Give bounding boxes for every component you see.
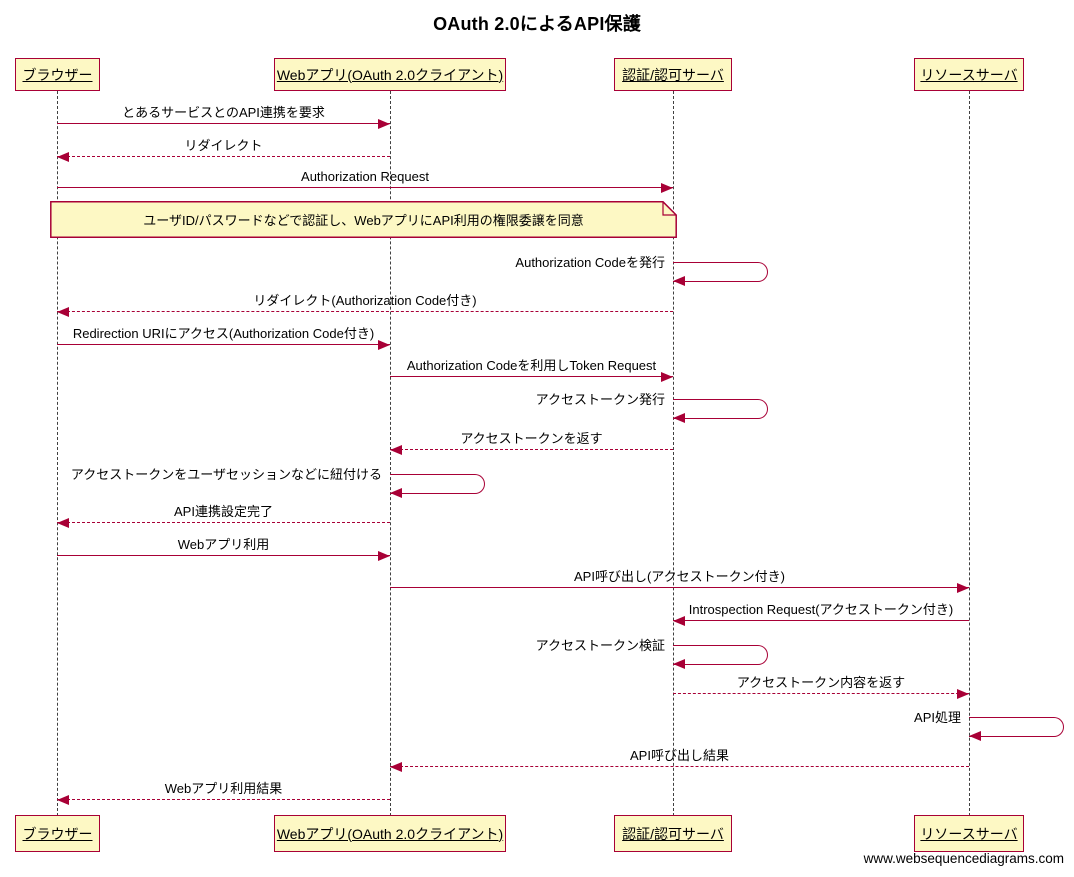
message-label-13: API呼び出し(アクセストークン付き)	[574, 569, 785, 584]
message-line-1	[57, 156, 390, 157]
participant-label: 認証/認可サーバ	[622, 66, 724, 83]
self-message-label-15: アクセストークン検証	[535, 638, 665, 653]
message-line-0	[57, 123, 390, 124]
message-line-12	[57, 555, 390, 556]
message-line-18	[390, 766, 969, 767]
participant-webapp-bottom: Webアプリ(OAuth 2.0クライアント)	[274, 815, 506, 852]
arrowhead-icon	[673, 616, 685, 626]
message-label-18: API呼び出し結果	[630, 748, 729, 763]
arrowhead-icon	[969, 731, 981, 741]
message-line-16	[673, 693, 969, 694]
message-line-5	[57, 311, 673, 312]
message-line-6	[57, 344, 390, 345]
message-label-0: とあるサービスとのAPI連携を要求	[122, 105, 325, 120]
message-label-7: Authorization Codeを利用しToken Request	[406, 358, 657, 373]
participant-label: ブラウザー	[22, 825, 93, 842]
arrowhead-icon	[661, 372, 673, 382]
self-message-label-8: アクセストークン発行	[535, 392, 665, 407]
diagram-title: OAuth 2.0によるAPI保護	[433, 14, 641, 34]
message-label-1: リダイレクト	[184, 138, 263, 153]
message-label-19: Webアプリ利用結果	[164, 781, 283, 796]
arrowhead-icon	[673, 413, 685, 423]
participant-label: ブラウザー	[22, 66, 93, 83]
self-message-label-17: API処理	[914, 710, 961, 725]
message-line-19	[57, 799, 390, 800]
arrowhead-icon	[673, 659, 685, 669]
lifeline-resource	[969, 91, 970, 816]
message-line-13	[390, 587, 969, 588]
message-label-2: Authorization Request	[301, 169, 429, 184]
self-message-loop-15	[673, 645, 768, 665]
message-label-6: Redirection URIにアクセス(Authorization Code付…	[72, 326, 375, 341]
message-label-12: Webアプリ利用	[177, 537, 270, 552]
arrowhead-icon	[673, 276, 685, 286]
watermark: www.websequencediagrams.com	[863, 851, 1064, 866]
self-message-loop-8	[673, 399, 768, 419]
self-message-label-10: アクセストークンをユーザセッションなどに紐付ける	[70, 467, 382, 482]
participant-label: リソースサーバ	[920, 825, 1018, 842]
arrowhead-icon	[57, 795, 69, 805]
note-shape-icon	[50, 201, 677, 238]
arrowhead-icon	[378, 551, 390, 561]
message-label-14: Introspection Request(アクセストークン付き)	[688, 602, 954, 617]
participant-resource-bottom: リソースサーバ	[914, 815, 1024, 852]
message-line-11	[57, 522, 390, 523]
self-message-loop-17	[969, 717, 1064, 737]
arrowhead-icon	[378, 119, 390, 129]
message-label-5: リダイレクト(Authorization Code付き)	[253, 293, 477, 308]
participant-label: Webアプリ(OAuth 2.0クライアント)	[276, 66, 504, 83]
note-text: ユーザID/パスワードなどで認証し、WebアプリにAPI利用の権限委譲を同意	[143, 213, 584, 228]
self-message-loop-4	[673, 262, 768, 282]
lifeline-browser	[57, 91, 58, 816]
arrowhead-icon	[57, 152, 69, 162]
arrowhead-icon	[390, 762, 402, 772]
participant-label: リソースサーバ	[920, 66, 1018, 83]
message-label-11: API連携設定完了	[174, 504, 273, 519]
self-message-label-4: Authorization Codeを発行	[515, 255, 665, 270]
arrowhead-icon	[378, 340, 390, 350]
participant-label: Webアプリ(OAuth 2.0クライアント)	[276, 825, 504, 842]
message-label-16: アクセストークン内容を返す	[736, 675, 906, 690]
participant-browser-top: ブラウザー	[15, 58, 100, 91]
message-line-9	[390, 449, 673, 450]
message-label-9: アクセストークンを返す	[460, 431, 603, 446]
arrowhead-icon	[57, 518, 69, 528]
participant-label: 認証/認可サーバ	[622, 825, 724, 842]
message-line-14	[673, 620, 969, 621]
participant-webapp-top: Webアプリ(OAuth 2.0クライアント)	[274, 58, 506, 91]
arrowhead-icon	[390, 488, 402, 498]
lifeline-auth	[673, 91, 674, 816]
participant-browser-bottom: ブラウザー	[15, 815, 100, 852]
self-message-loop-10	[390, 474, 485, 494]
participant-auth-bottom: 認証/認可サーバ	[614, 815, 732, 852]
arrowhead-icon	[957, 689, 969, 699]
message-line-2	[57, 187, 673, 188]
message-line-7	[390, 376, 673, 377]
arrowhead-icon	[661, 183, 673, 193]
arrowhead-icon	[390, 445, 402, 455]
note	[50, 201, 677, 238]
arrowhead-icon	[57, 307, 69, 317]
participant-resource-top: リソースサーバ	[914, 58, 1024, 91]
participant-auth-top: 認証/認可サーバ	[614, 58, 732, 91]
arrowhead-icon	[957, 583, 969, 593]
